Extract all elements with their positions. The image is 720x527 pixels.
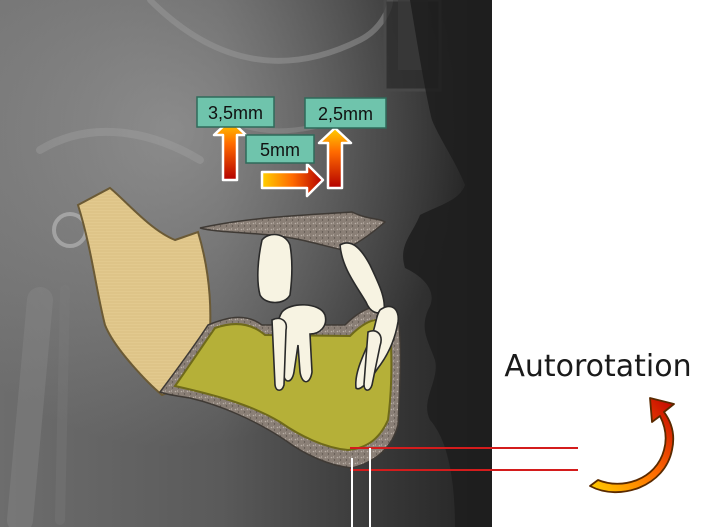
label-box-left: 3,5mm (196, 96, 275, 128)
autorotation-label: Autorotation (504, 349, 691, 384)
arrow-up-right (317, 126, 353, 190)
palate (199, 211, 387, 251)
guide-lines (350, 447, 578, 527)
lower-canine (363, 330, 382, 391)
arrow-forward (260, 162, 325, 198)
lower-premolar (271, 317, 288, 392)
soft-tissue-profile (403, 0, 492, 527)
label-left-text: 3,5mm (208, 103, 263, 123)
label-forward-text: 5mm (260, 140, 300, 160)
label-box-forward: 5mm (245, 134, 315, 164)
label-right-text: 2,5mm (318, 104, 373, 124)
label-box-right: 2,5mm (304, 97, 387, 129)
teeth (257, 233, 400, 392)
upper-molar (257, 233, 293, 304)
autorotation-arrow (589, 397, 675, 494)
